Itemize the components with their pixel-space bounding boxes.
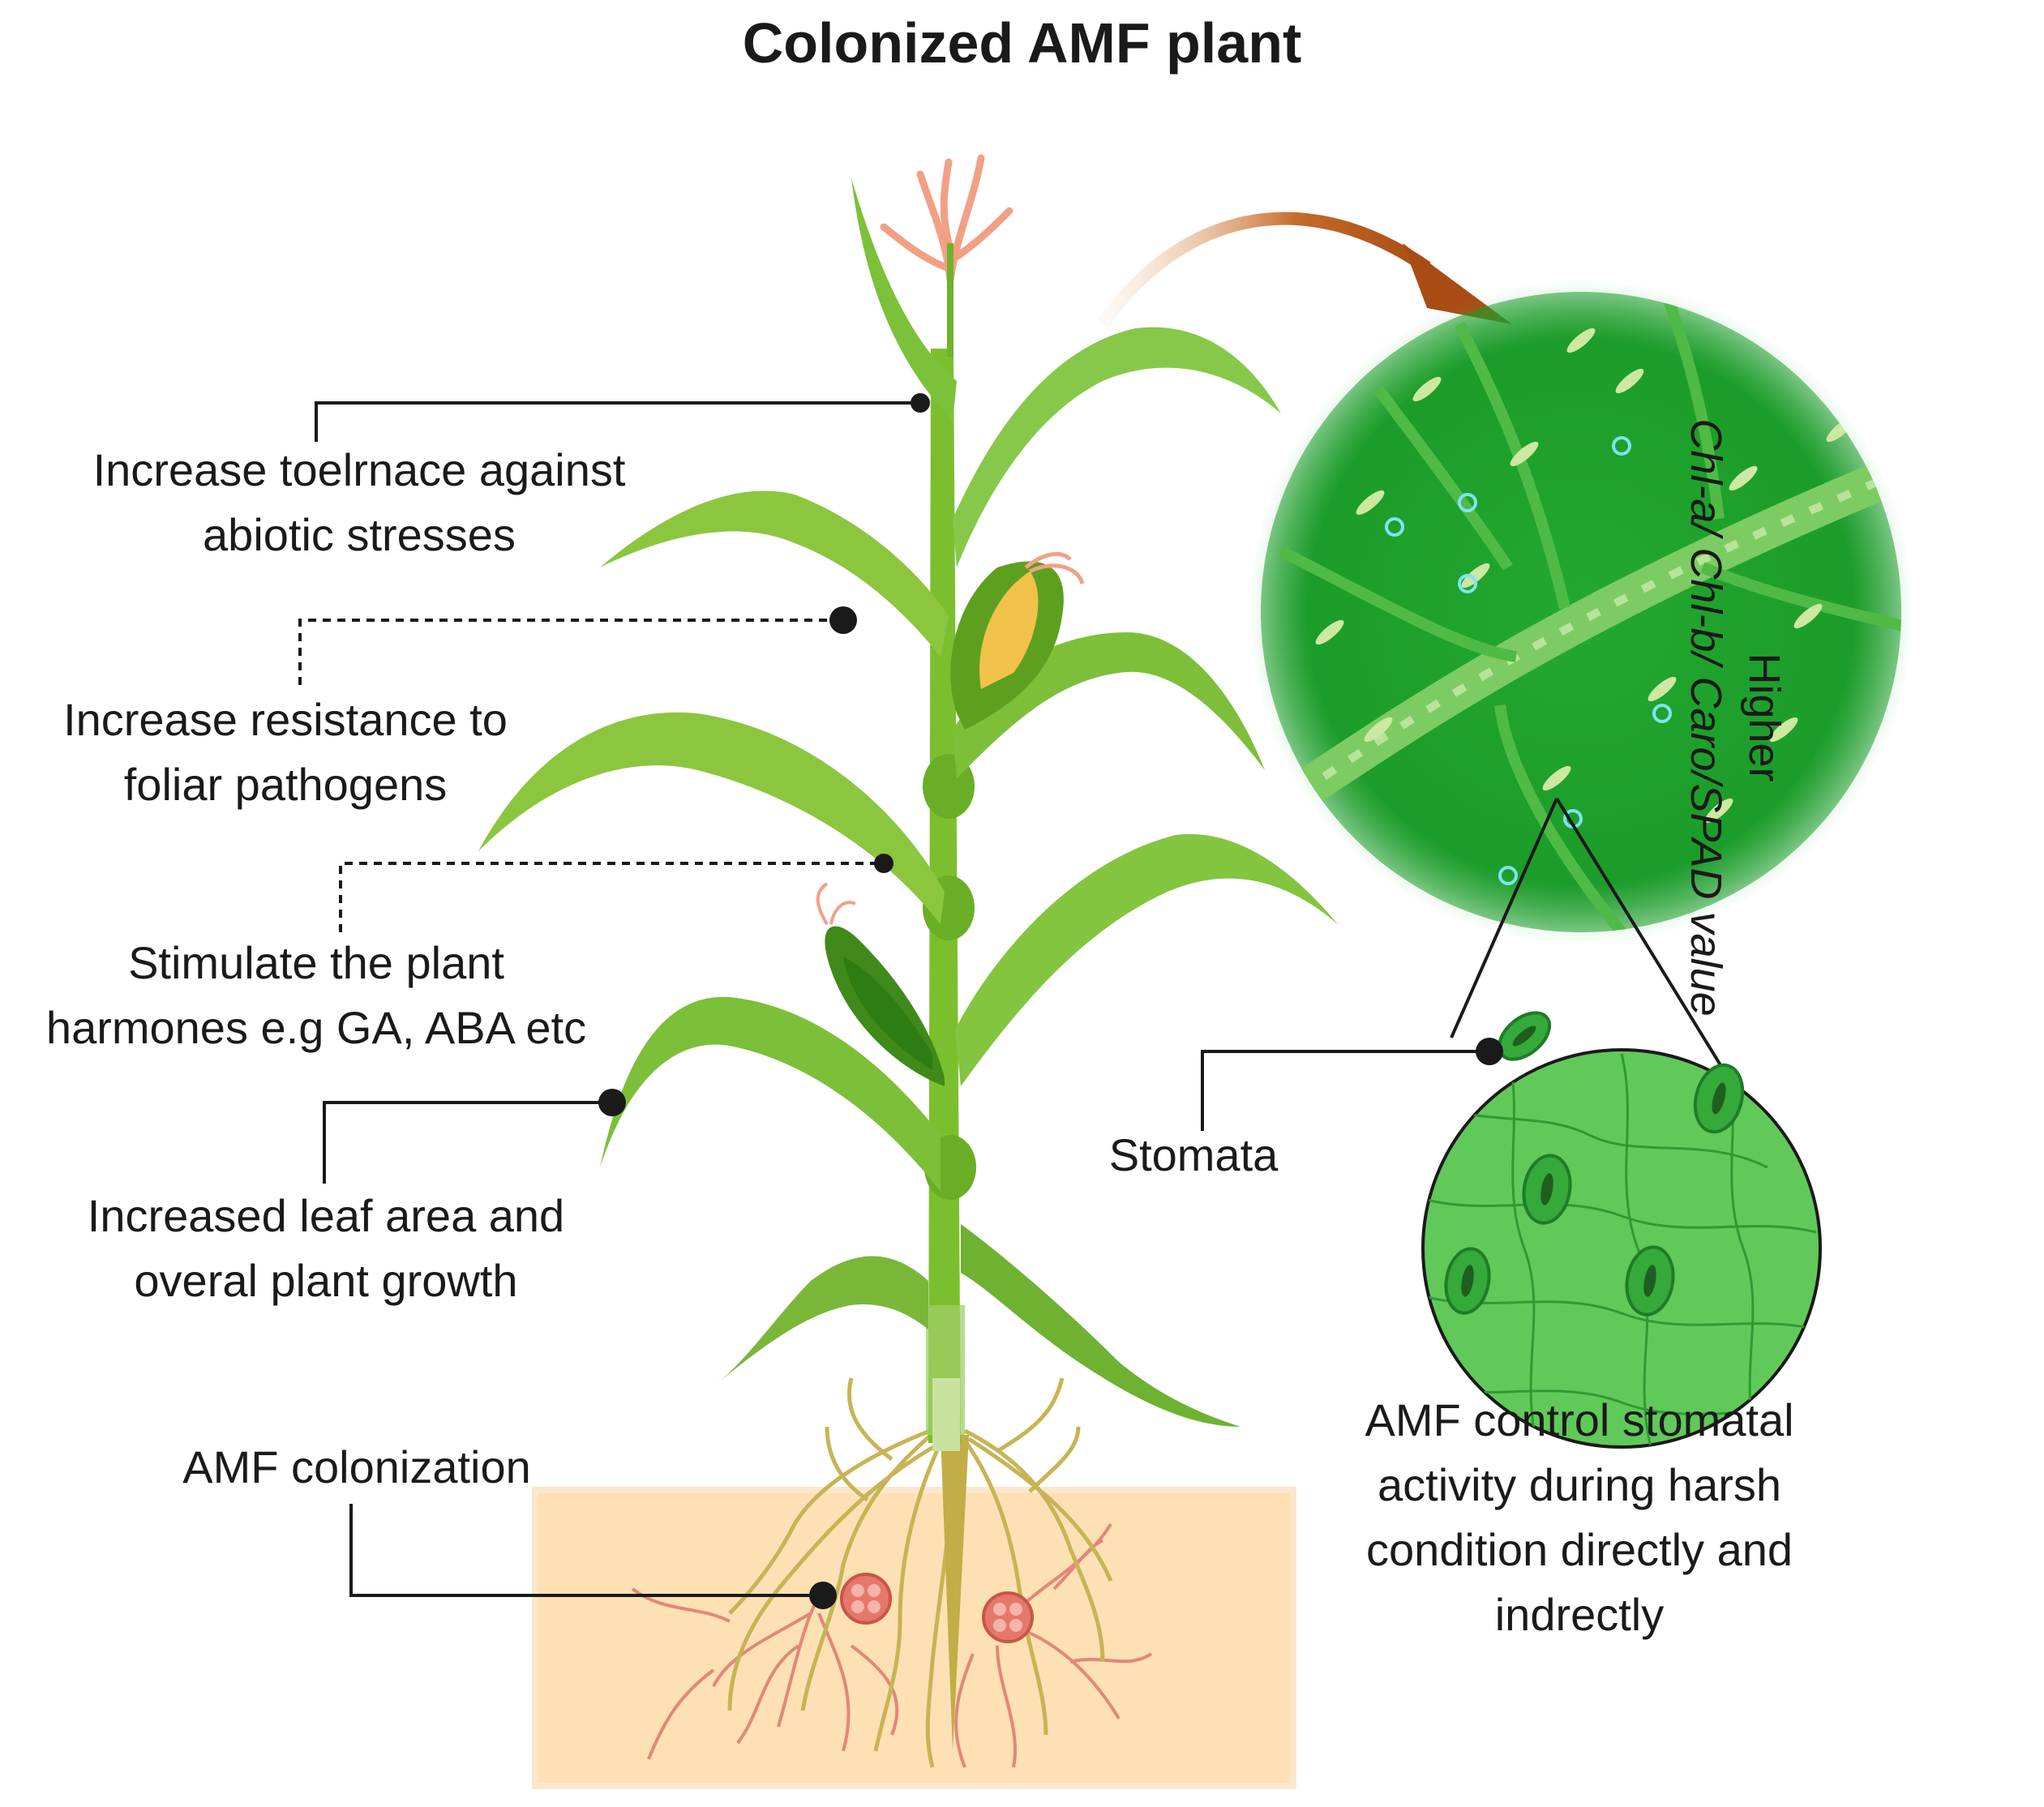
callout-growth-line (323, 1101, 612, 1184)
leaves (478, 178, 1338, 1427)
callout-abiotic-line (315, 401, 919, 442)
tassel (880, 154, 1013, 284)
soil-block (532, 1487, 1296, 1789)
label-leaf-area-growth: Increased leaf area and overal plant gro… (87, 1190, 565, 1306)
label-plant-hormones: Stimulate the plant harmones e.g GA, ABA… (45, 937, 587, 1053)
label-stomata: Stomata (1108, 1129, 1279, 1180)
label-foliar-pathogens: Increase resistance to foliar pathogens (63, 694, 508, 810)
callout-stomata-line (1201, 1050, 1489, 1131)
callout-colonization-line (349, 1504, 823, 1597)
callout-lines (298, 401, 1489, 1597)
label-abiotic-stress: Increase toelrnace against abiotic stres… (92, 444, 626, 560)
corn-ear-upper (950, 551, 1085, 730)
amf-spore-right (982, 1591, 1034, 1643)
corn-ear-lower (816, 882, 945, 1086)
label-amf-colonization: AMF colonization (182, 1441, 531, 1492)
callout-pathogens-line (298, 619, 843, 685)
label-higher-chlorophyll: Higher Chl-a/ Chl-b/ Caro/SPAD value (1682, 418, 1789, 1017)
stomata-cells (1444, 1011, 1745, 1317)
figure-title: Colonized AMF plant (742, 11, 1302, 75)
label-stomatal-control: AMF control stomatal activity during har… (1365, 1394, 1794, 1640)
amf-spore-left (840, 1573, 892, 1625)
callout-dots (598, 393, 1503, 1609)
epidermis-zoom-circle (1421, 1011, 1822, 1449)
tap-root (941, 1435, 969, 1751)
leaf-zoom-circle (1249, 280, 1913, 944)
zoom-connector-lines (1450, 797, 1733, 1084)
callout-hormones-line (339, 862, 884, 932)
zoom-arrow (1097, 212, 1431, 328)
